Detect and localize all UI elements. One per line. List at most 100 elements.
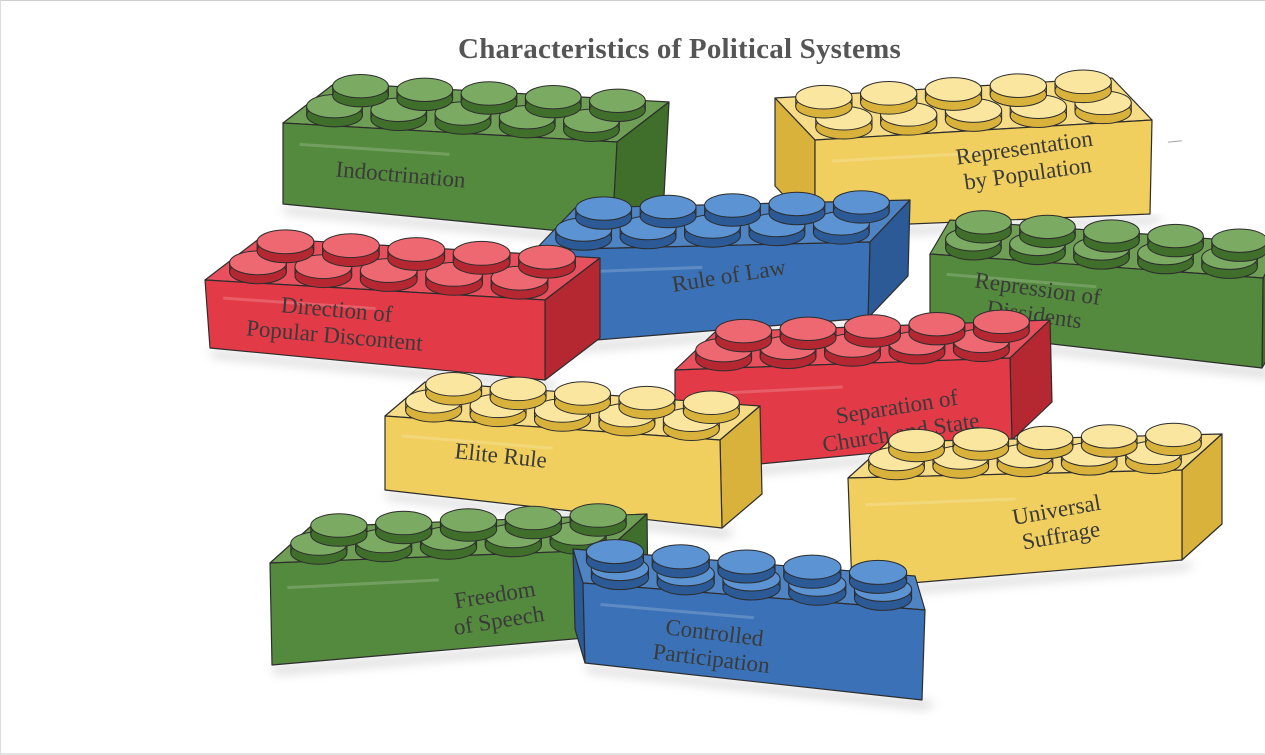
- brick-shadow: [850, 562, 1196, 598]
- stud-cap: [779, 316, 837, 342]
- stud-cap: [460, 81, 518, 106]
- brick-stud: [460, 81, 518, 115]
- brick-direction-of-popular-discontent: Direction ofPopular Discontent: [204, 229, 601, 390]
- stud-cap: [924, 77, 983, 102]
- brick-shadow: [583, 665, 936, 710]
- brick-highlight: [287, 578, 439, 590]
- brick-highlight: [831, 151, 984, 163]
- brick-stud: [1211, 228, 1265, 262]
- stud-cap: [795, 84, 853, 110]
- brick-highlight: [223, 296, 376, 310]
- brick-stud: [518, 244, 576, 279]
- brick-stud: [554, 381, 611, 415]
- stud-cap: [489, 376, 547, 402]
- brick-stud: [1074, 90, 1132, 125]
- brick-stud: [387, 237, 446, 271]
- brick-stud: [1080, 424, 1138, 458]
- stud-cap: [1054, 69, 1112, 95]
- stud-cap: [375, 510, 433, 536]
- brick-stud: [1147, 223, 1204, 258]
- stud-cap: [589, 88, 646, 114]
- brick-stud: [585, 539, 645, 574]
- brick-stud: [832, 190, 890, 224]
- brick-stud: [1019, 214, 1076, 249]
- brick-stud: [972, 309, 1030, 344]
- stud-cap: [952, 427, 1010, 452]
- stud-cap: [256, 229, 315, 255]
- brick-stud: [860, 81, 918, 115]
- stud-cap: [310, 513, 368, 538]
- stud-cap: [1211, 228, 1265, 253]
- brick-stud: [489, 376, 547, 411]
- brick-stud: [1145, 422, 1202, 457]
- stud-cap: [439, 508, 498, 533]
- stud-cap: [639, 194, 697, 220]
- stud-cap: [651, 544, 710, 570]
- stud-cap: [575, 196, 633, 221]
- brick-stud: [452, 240, 511, 275]
- brick-stud: [639, 194, 697, 229]
- brick-stud: [1125, 440, 1182, 475]
- brick-stud: [955, 210, 1012, 244]
- stud-cap: [1145, 422, 1202, 448]
- brick-stud: [783, 554, 842, 589]
- brick-stud: [880, 102, 938, 136]
- brick-stud: [684, 214, 741, 248]
- stud-cap: [524, 84, 582, 110]
- stud-cap: [832, 190, 890, 215]
- brick-stud: [618, 385, 676, 420]
- brick-stud: [795, 84, 853, 119]
- brick-stud: [715, 318, 773, 353]
- stud-cap: [972, 309, 1030, 335]
- brick-stud: [748, 212, 806, 247]
- brick-stud: [619, 215, 677, 250]
- stud-cap: [585, 539, 645, 565]
- brick-stud: [812, 211, 870, 245]
- stud-cap: [425, 372, 483, 397]
- stud-cap: [618, 385, 676, 411]
- stud-cap: [715, 318, 773, 344]
- stud-cap: [768, 191, 826, 217]
- stud-cap: [717, 549, 776, 575]
- brick-stud: [575, 196, 633, 230]
- brick-rule-of-law: Rule of Law: [533, 190, 911, 355]
- stud-cap: [1016, 425, 1074, 451]
- brick-stud: [569, 503, 627, 537]
- brick-stud: [682, 390, 740, 424]
- stud-cap: [848, 559, 908, 585]
- brick-shadow: [281, 206, 626, 246]
- brick-front-face: [204, 279, 546, 381]
- stud-cap: [504, 505, 562, 531]
- brick-controlled-participation: ControlledParticipation: [572, 539, 936, 710]
- stud-cap: [518, 244, 576, 270]
- stud-cap: [860, 81, 918, 106]
- stud-cap: [321, 233, 380, 259]
- brick-stud: [396, 77, 454, 112]
- stud-cap: [332, 73, 389, 99]
- brick-highlight: [946, 272, 1097, 289]
- brick-stud: [779, 316, 837, 351]
- brick-stud: [425, 372, 483, 406]
- stud-cap: [704, 193, 761, 218]
- brick-stud: [717, 549, 776, 584]
- brick-highlight: [600, 602, 755, 620]
- stud-cap: [1147, 223, 1204, 249]
- brick-stud: [704, 193, 761, 227]
- brick-stud: [256, 229, 315, 264]
- stud-cap: [1019, 214, 1076, 240]
- brick-stud: [439, 508, 498, 542]
- stud-cap: [387, 237, 446, 262]
- brick-stud: [498, 104, 556, 139]
- brick-stud: [924, 77, 983, 111]
- stud-cap: [908, 311, 966, 337]
- stud-cap: [1080, 424, 1138, 449]
- stud-cap: [1083, 219, 1140, 244]
- stud-cap: [569, 503, 627, 528]
- stud-cap: [682, 390, 740, 415]
- brick-representation-by-population: Representationby Population: [774, 69, 1164, 238]
- diagram-title: Characteristics of Political Systems: [458, 33, 901, 65]
- brick-highlight: [865, 497, 1016, 507]
- brick-stud: [524, 84, 582, 119]
